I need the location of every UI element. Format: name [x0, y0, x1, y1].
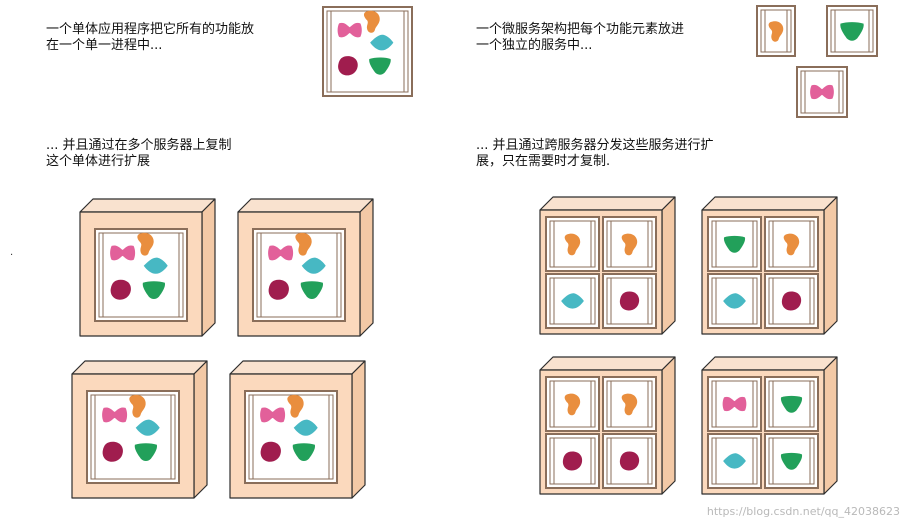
green-shield-shape — [840, 22, 864, 41]
service-cell — [764, 433, 819, 489]
teal-diamond-shape — [135, 419, 160, 436]
monolith-server-1 — [79, 198, 216, 337]
server-side-face — [661, 356, 676, 495]
service-cell — [764, 216, 819, 272]
orange-blob-shape — [287, 394, 304, 418]
pink-bowtie-shape — [268, 245, 294, 261]
monolith-copy-frame — [244, 390, 338, 484]
pink-bowtie-shape — [337, 22, 362, 38]
monolith-copy-frame — [86, 390, 180, 484]
service-cell — [545, 376, 600, 432]
orange-blob-shape — [564, 393, 581, 416]
teal-diamond-shape — [143, 257, 168, 274]
server-side-face — [823, 196, 838, 335]
teal-diamond-shape — [723, 453, 746, 469]
monolith-copy-frame — [252, 228, 346, 322]
service-cell — [764, 376, 819, 432]
microservice-frame-pink — [796, 66, 848, 118]
service-cell — [545, 433, 600, 489]
service-cell — [602, 433, 657, 489]
green-shield-shape — [369, 57, 391, 75]
server-top-face — [79, 198, 216, 213]
maroon-circle-shape — [619, 451, 640, 471]
monolith-server-3 — [71, 360, 208, 499]
monolith-server-4 — [229, 360, 366, 499]
watermark: https://blog.csdn.net/qq_42038623 — [706, 505, 900, 518]
pink-bowtie-shape — [102, 407, 128, 423]
pink-bowtie-shape — [810, 84, 834, 100]
green-shield-shape — [723, 235, 746, 253]
server-top-face — [701, 356, 838, 371]
maroon-circle-shape — [110, 279, 131, 300]
service-cell — [707, 433, 762, 489]
server-side-face — [193, 360, 208, 499]
monolith-copy-frame — [94, 228, 188, 322]
green-shield-shape — [780, 452, 803, 470]
monolith-scaling-caption: ... 并且通过在多个服务器上复制 这个单体进行扩展 — [46, 138, 232, 169]
maroon-circle-shape — [260, 441, 281, 462]
server-side-face — [823, 356, 838, 495]
monolith-process-frame — [322, 6, 413, 97]
service-cell — [602, 376, 657, 432]
microservices-caption: 一个微服务架构把每个功能元素放进 一个独立的服务中... — [476, 22, 685, 53]
stray-mark: . — [10, 247, 14, 258]
microservice-frame-orange — [756, 5, 796, 57]
server-top-face — [237, 198, 374, 213]
service-cell — [602, 216, 657, 272]
orange-blob-shape — [564, 233, 581, 256]
orange-blob-shape — [129, 394, 146, 418]
service-cell — [545, 273, 600, 329]
microservice-server-3 — [539, 356, 676, 495]
server-side-face — [359, 198, 374, 337]
green-shield-shape — [300, 281, 324, 299]
server-top-face — [539, 356, 676, 371]
server-top-face — [229, 360, 366, 375]
teal-diamond-shape — [293, 419, 318, 436]
server-side-face — [201, 198, 216, 337]
teal-diamond-shape — [370, 34, 394, 51]
maroon-circle-shape — [619, 291, 640, 311]
service-cell — [602, 273, 657, 329]
orange-blob-shape — [621, 233, 638, 256]
microservice-frame-green — [826, 5, 878, 57]
microservice-server-4 — [701, 356, 838, 495]
server-top-face — [71, 360, 208, 375]
microservices-scaling-caption: ... 并且通过跨服务器分发这些服务进行扩 展，只在需要时才复制. — [476, 138, 714, 169]
service-cell — [707, 216, 762, 272]
microservice-server-2 — [701, 196, 838, 335]
teal-diamond-shape — [723, 293, 746, 309]
pink-bowtie-shape — [260, 407, 286, 423]
server-side-face — [351, 360, 366, 499]
monolith-caption: 一个单体应用程序把它所有的功能放 在一个单一进程中... — [46, 22, 255, 53]
service-cell — [707, 376, 762, 432]
pink-bowtie-shape — [722, 396, 747, 412]
microservice-server-1 — [539, 196, 676, 335]
orange-blob-shape — [295, 232, 312, 256]
orange-blob-shape — [621, 393, 638, 416]
orange-blob-shape — [363, 10, 380, 33]
service-cell — [764, 273, 819, 329]
green-shield-shape — [292, 443, 316, 461]
server-top-face — [701, 196, 838, 211]
service-cell — [545, 216, 600, 272]
orange-blob-shape — [783, 233, 800, 256]
orange-blob-shape — [768, 21, 784, 42]
maroon-circle-shape — [338, 56, 358, 76]
server-top-face — [539, 196, 676, 211]
maroon-circle-shape — [781, 291, 802, 311]
service-cell — [707, 273, 762, 329]
teal-diamond-shape — [561, 293, 584, 309]
maroon-circle-shape — [102, 441, 123, 462]
green-shield-shape — [142, 281, 166, 299]
orange-blob-shape — [137, 232, 154, 256]
monolith-server-2 — [237, 198, 374, 337]
server-side-face — [661, 196, 676, 335]
maroon-circle-shape — [268, 279, 289, 300]
green-shield-shape — [780, 395, 803, 413]
green-shield-shape — [134, 443, 158, 461]
pink-bowtie-shape — [110, 245, 136, 261]
teal-diamond-shape — [301, 257, 326, 274]
maroon-circle-shape — [562, 451, 583, 471]
